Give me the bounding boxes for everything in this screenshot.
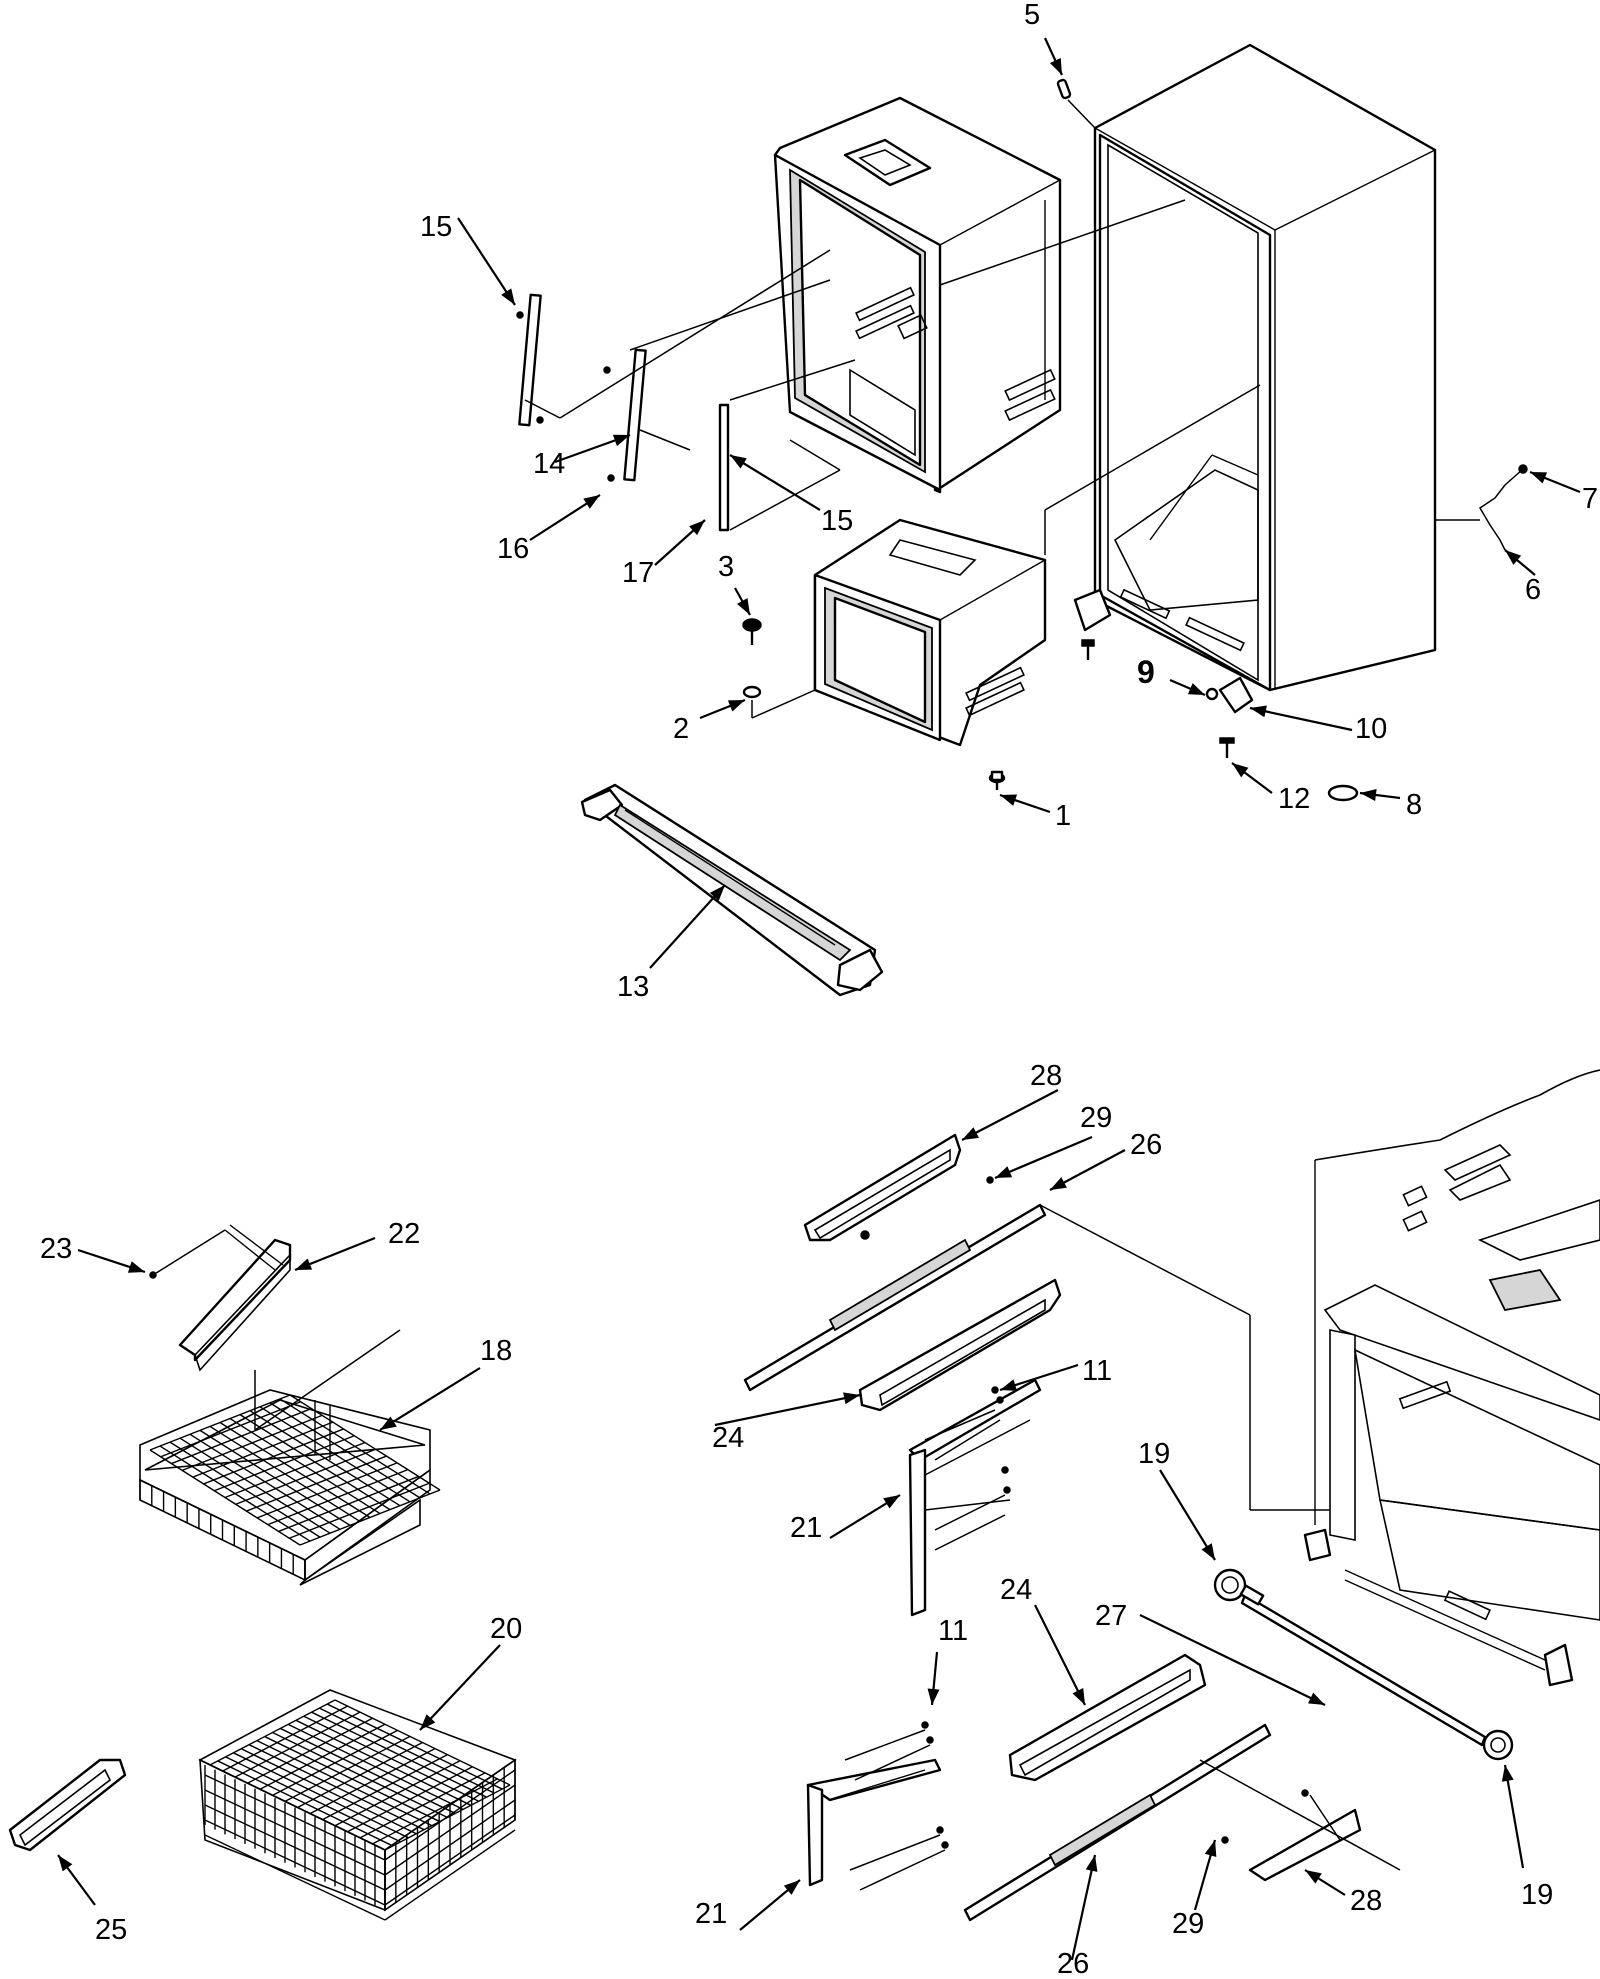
callout-label: 2 [673,713,689,745]
callout-arrow [739,1879,801,1931]
callout-label: 26 [1130,1129,1162,1161]
callout-label: 24 [1000,1574,1032,1606]
callout-arrow [1049,1149,1126,1191]
callout-arrow [379,1367,481,1431]
callout-arrow [994,1135,1093,1180]
callout-arrow [1044,37,1063,76]
callout-arrow [457,217,516,306]
kick-plate [580,783,884,997]
callout-label: 19 [1138,1438,1170,1470]
upper-liner [773,96,1062,494]
upper-slide-assembly [743,1133,1330,1617]
callout-label: 29 [1080,1102,1112,1134]
callout-label: 21 [695,1898,727,1930]
callout-label: 23 [40,1233,72,1265]
callout-arrow [1304,1869,1346,1896]
callout-label: 8 [1406,789,1422,821]
callout-label: 6 [1525,574,1541,606]
callout-label: 14 [533,448,565,480]
callout-label: 20 [490,1613,522,1645]
callout-label: 19 [1521,1879,1553,1911]
callout-arrow [1249,705,1353,732]
callout-label: 26 [1057,1948,1089,1979]
callout-arrow [649,884,726,969]
callout-arrow [1231,762,1273,794]
callout-label: 11 [938,1615,968,1647]
callout-label: 22 [388,1218,420,1250]
pinion-shaft [1213,1568,1514,1761]
callout-label: 11 [1082,1355,1112,1387]
callout-label: 9 [1137,654,1155,690]
callout-arrow [419,1644,501,1731]
lower-liner [813,518,1047,747]
side-rails [516,199,1261,555]
callout-arrow [999,793,1051,814]
callout-label: 25 [95,1914,127,1946]
callout-arrow [699,698,746,720]
callout-arrow [1504,549,1536,576]
callout-arrow [829,1494,901,1539]
callout-arrow [1034,1604,1086,1706]
wire-harness [1435,464,1528,551]
callout-label: 13 [617,971,649,1003]
callout-arrow [961,1089,1059,1141]
callout-label: 28 [1350,1885,1382,1917]
callout-arrow [714,1392,861,1427]
callout-label: 27 [1095,1600,1127,1632]
callout-arrow [529,494,601,541]
callout-label: 28 [1030,1060,1062,1092]
basket-divider [149,1224,401,1431]
callout-arrow [654,519,706,566]
callout-arrow [729,454,821,511]
callout-arrow [554,433,631,464]
callout-arrow [1193,1839,1217,1911]
callout-arrow [927,1651,940,1706]
callout-arrow [999,1363,1079,1392]
callout-arrow [57,1854,96,1906]
callout-label: 15 [821,505,853,537]
callout-label: 18 [480,1335,512,1367]
upper-wire-basket [139,1389,441,1586]
freezer-cabinet-detail [1303,1069,1600,1687]
callout-label: 10 [1355,713,1387,745]
lower-wire-basket [198,1689,517,1921]
callout-arrow [77,1248,146,1274]
callout-label: 29 [1172,1908,1204,1940]
callout-arrow [1359,789,1401,801]
drain-parts [742,618,1004,782]
small-divider [8,1758,127,1852]
callout-label: 7 [1582,483,1598,515]
callout-label: 3 [718,551,734,583]
callout-label: 17 [622,557,654,589]
callout-label: 5 [1024,0,1040,31]
callout-arrow [1501,1764,1525,1869]
callout-arrow [294,1236,376,1272]
callout-arrow [1529,470,1581,494]
lower-slide-assembly [806,1653,1401,1922]
callout-arrow [1169,678,1206,697]
callout-arrow [1070,1854,1098,1961]
top-pin [1056,78,1096,129]
callout-arrow [734,587,751,616]
callout-label: 21 [790,1512,822,1544]
callout-arrow [1159,1469,1216,1561]
callout-label: 16 [497,533,529,565]
outer-cabinet [1093,43,1437,692]
callout-arrows [57,37,1581,1961]
callout-label: 1 [1055,800,1071,832]
callout-label: 24 [712,1422,744,1454]
callout-arrow [1139,1614,1326,1706]
callout-labels: 1 2 3 5 6 7 8 9 10 11 11 12 13 14 15 15 … [40,0,1598,1979]
callout-label: 12 [1278,783,1310,815]
hinge-parts [988,588,1359,802]
callout-label: 15 [420,211,452,243]
